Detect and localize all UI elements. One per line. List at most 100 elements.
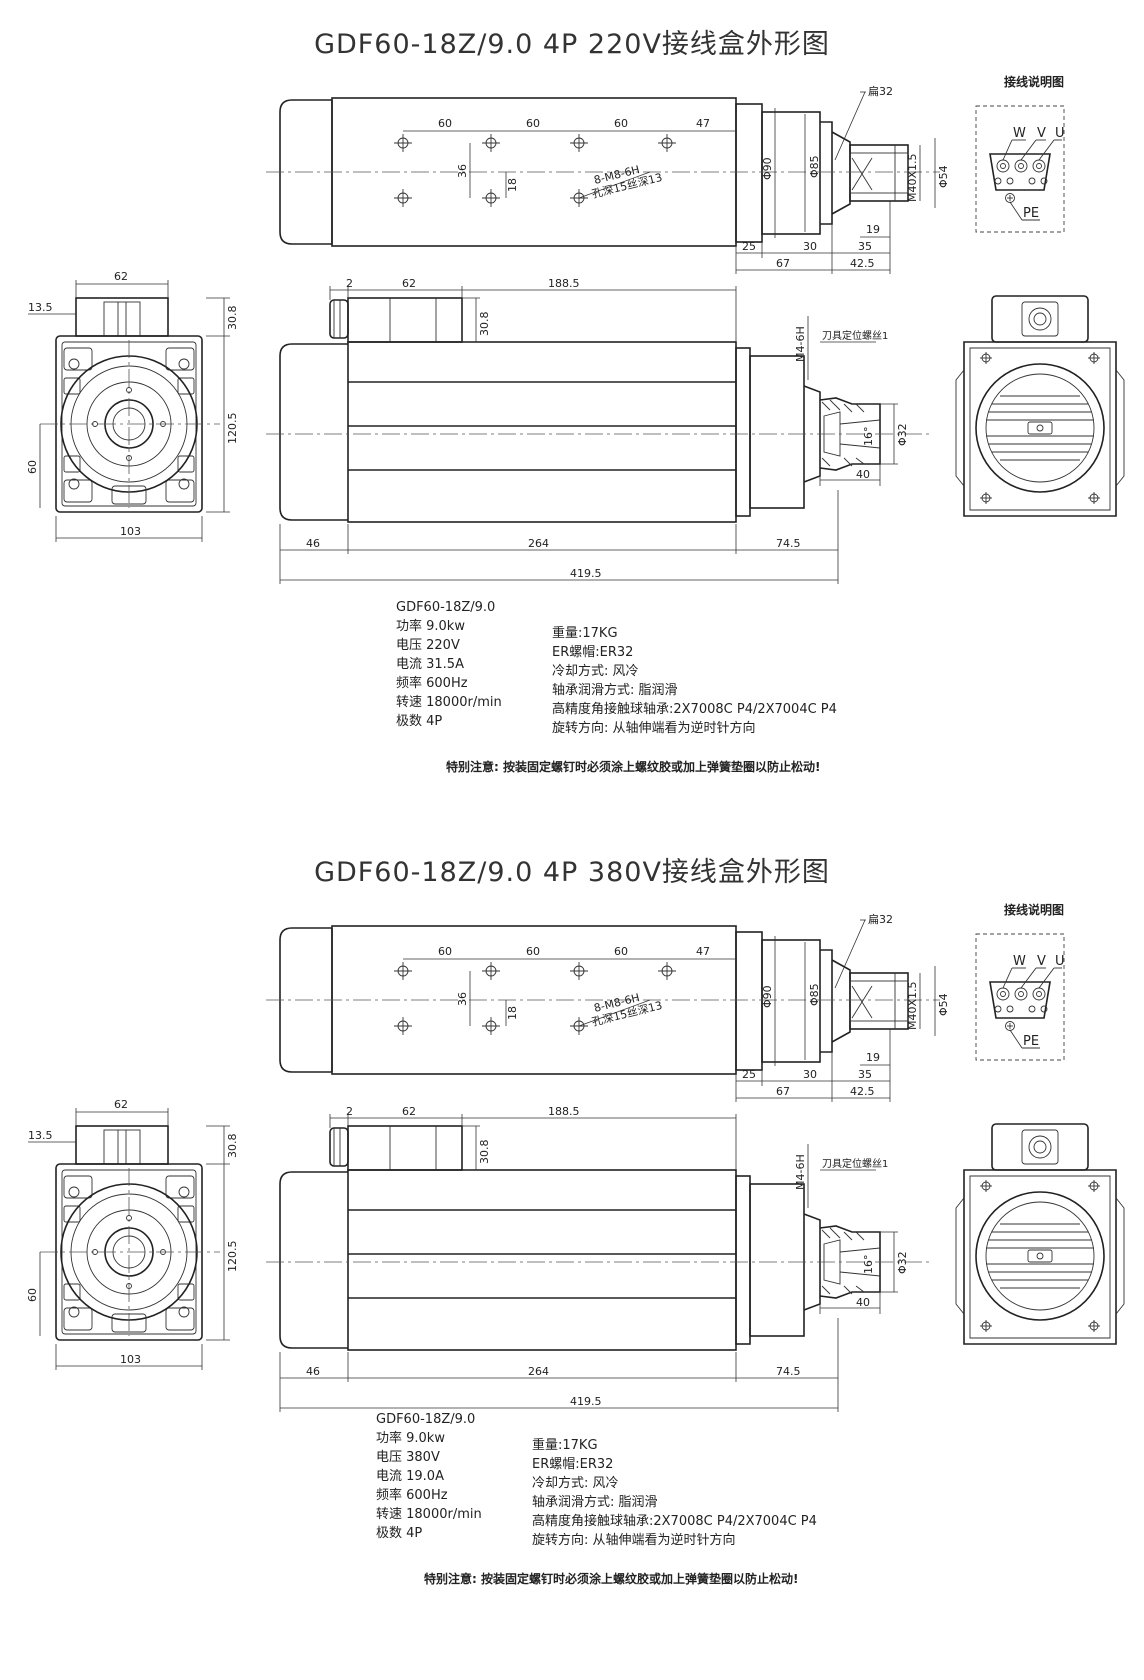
dim-13-5: 13.5 (28, 1129, 53, 1142)
dim-120-5: 120.5 (226, 413, 239, 445)
dim-13-5: 13.5 (28, 301, 53, 314)
drawing-sheet-380v: GDF60-18Z/9.0 4P 380V接线盒外形图 (0, 828, 1144, 1658)
spec-speed: 转速 18000r/min (396, 695, 502, 710)
dim-74-5: 74.5 (776, 537, 801, 550)
spec-lubrication: 轴承润滑方式: 脂润滑 (532, 1495, 658, 1510)
wiring-label-w: W (1013, 126, 1026, 141)
dim-2: 2 (346, 277, 353, 290)
drawing-sheet-220v: GDF60-18Z/9.0 4P 220V接线盒外形图 (0, 0, 1144, 830)
wiring-label-pe: PE (1023, 1034, 1039, 1049)
dim-419-5: 419.5 (570, 567, 602, 580)
spec-power: 功率 9.0kw (396, 619, 465, 634)
rear-view (955, 295, 1125, 517)
dim-188-5: 188.5 (548, 277, 580, 290)
spec-poles: 极数 4P (396, 714, 443, 729)
dim-47: 47 (696, 945, 710, 958)
spec-er-nut: ER螺帽:ER32 (552, 645, 634, 660)
dim-60-a: 60 (438, 117, 452, 130)
spec-lubrication: 轴承润滑方式: 脂润滑 (552, 683, 678, 698)
spec-er-nut: ER螺帽:ER32 (532, 1457, 614, 1472)
dim-screw: 刀具定位螺丝1 (822, 329, 888, 342)
front-view: 62 13.5 30.8 120.5 60 103 (26, 270, 239, 542)
dim-62-side: 62 (402, 277, 416, 290)
dim-18: 18 (506, 1006, 519, 1020)
dim-419-5: 419.5 (570, 1395, 602, 1408)
dim-flat-32: 扁32 (868, 85, 893, 98)
dim-188-5: 188.5 (548, 1105, 580, 1118)
dim-103: 103 (120, 525, 141, 538)
dim-47: 47 (696, 117, 710, 130)
dim-dia-90: Φ90 (761, 157, 774, 180)
dim-30-8-front: 30.8 (226, 1134, 239, 1159)
drawing-title: GDF60-18Z/9.0 4P 380V接线盒外形图 (314, 857, 830, 888)
dim-30-8-side: 30.8 (478, 1140, 491, 1165)
rear-view (955, 1123, 1125, 1345)
technical-drawing: 60 60 60 47 36 18 8-M8-6H 孔深15丝深13 扁32 Φ… (26, 74, 1125, 584)
side-view: 2 62 188.5 30.8 M4-6H 刀具定位螺丝1 16° Φ32 40… (266, 277, 930, 584)
dim-74-5: 74.5 (776, 1365, 801, 1378)
dim-60-front: 60 (26, 460, 39, 474)
spec-frequency: 频率 600Hz (396, 676, 468, 691)
spec-power: 功率 9.0kw (376, 1431, 445, 1446)
spec-voltage: 电压 220V (396, 638, 460, 653)
dim-60-front: 60 (26, 1288, 39, 1302)
dim-m4: M4-6H (794, 326, 807, 362)
drawing-title: GDF60-18Z/9.0 4P 220V接线盒外形图 (314, 29, 830, 60)
spec-current: 电流 31.5A (396, 657, 464, 672)
spec-block-left-380v: GDF60-18Z/9.0 功率 9.0kw 电压 380V 电流 19.0A … (376, 1410, 482, 1543)
dim-103: 103 (120, 1353, 141, 1366)
wiring-label-v: V (1037, 126, 1046, 141)
dim-16-deg: 16° (862, 1255, 875, 1275)
wiring-title: 接线说明图 (1004, 74, 1064, 89)
dim-19: 19 (866, 223, 880, 236)
wiring-label-u: U (1055, 954, 1065, 969)
spec-block-left-220v: GDF60-18Z/9.0 功率 9.0kw 电压 220V 电流 31.5A … (396, 598, 502, 731)
dim-2: 2 (346, 1105, 353, 1118)
dim-thread-m40: M40X1.5 (906, 981, 919, 1030)
warning-note-380v: 特别注意: 按装固定螺钉时必须涂上螺纹胶或加上弹簧垫圈以防止松动! (424, 1572, 799, 1586)
dim-dia-85: Φ85 (808, 155, 821, 178)
dim-30: 30 (803, 240, 817, 253)
dim-40: 40 (856, 468, 870, 481)
dim-67: 67 (776, 257, 790, 270)
wiring-label-u: U (1055, 126, 1065, 141)
dim-25: 25 (742, 1068, 756, 1081)
dim-thread-m40: M40X1.5 (906, 153, 919, 202)
dim-36: 36 (456, 992, 469, 1006)
dim-62-front: 62 (114, 270, 128, 283)
top-view: 60 60 60 47 36 18 8-M8-6H 孔深15丝深13 扁32 Φ… (266, 85, 950, 274)
dim-19: 19 (866, 1051, 880, 1064)
dim-dia-90: Φ90 (761, 985, 774, 1008)
dim-60-c: 60 (614, 945, 628, 958)
dim-dia-54: Φ54 (937, 165, 950, 188)
spec-cooling: 冷却方式: 风冷 (532, 1476, 619, 1491)
technical-drawing: 60 60 60 47 36 18 8-M8-6H 孔深15丝深13 扁32 Φ… (26, 902, 1125, 1412)
dim-67: 67 (776, 1085, 790, 1098)
spec-bearings: 高精度角接触球轴承:2X7008C P4/2X7004C P4 (552, 702, 837, 717)
dim-30: 30 (803, 1068, 817, 1081)
spec-poles: 极数 4P (376, 1526, 423, 1541)
spec-frequency: 频率 600Hz (376, 1488, 448, 1503)
model-name: GDF60-18Z/9.0 (376, 1412, 476, 1427)
spec-bearings: 高精度角接触球轴承:2X7008C P4/2X7004C P4 (532, 1514, 817, 1529)
dim-30-8-side: 30.8 (478, 312, 491, 337)
spec-weight: 重量:17KG (552, 626, 618, 641)
dim-60-b: 60 (526, 945, 540, 958)
wiring-label-pe: PE (1023, 206, 1039, 221)
dim-m4: M4-6H (794, 1154, 807, 1190)
dim-62-side: 62 (402, 1105, 416, 1118)
spec-current: 电流 19.0A (376, 1469, 444, 1484)
top-view: 60 60 60 47 36 18 8-M8-6H 孔深15丝深13 扁32 Φ… (266, 913, 950, 1102)
front-view: 62 13.5 30.8 120.5 60 103 (26, 1098, 239, 1370)
spec-speed: 转速 18000r/min (376, 1507, 482, 1522)
dim-264: 264 (528, 1365, 549, 1378)
spec-cooling: 冷却方式: 风冷 (552, 664, 639, 679)
dim-60-c: 60 (614, 117, 628, 130)
dim-30-8-front: 30.8 (226, 306, 239, 331)
spec-voltage: 电压 380V (376, 1450, 440, 1465)
dim-35: 35 (858, 1068, 872, 1081)
dim-60-b: 60 (526, 117, 540, 130)
spec-weight: 重量:17KG (532, 1438, 598, 1453)
dim-16-deg: 16° (862, 427, 875, 447)
dim-35: 35 (858, 240, 872, 253)
